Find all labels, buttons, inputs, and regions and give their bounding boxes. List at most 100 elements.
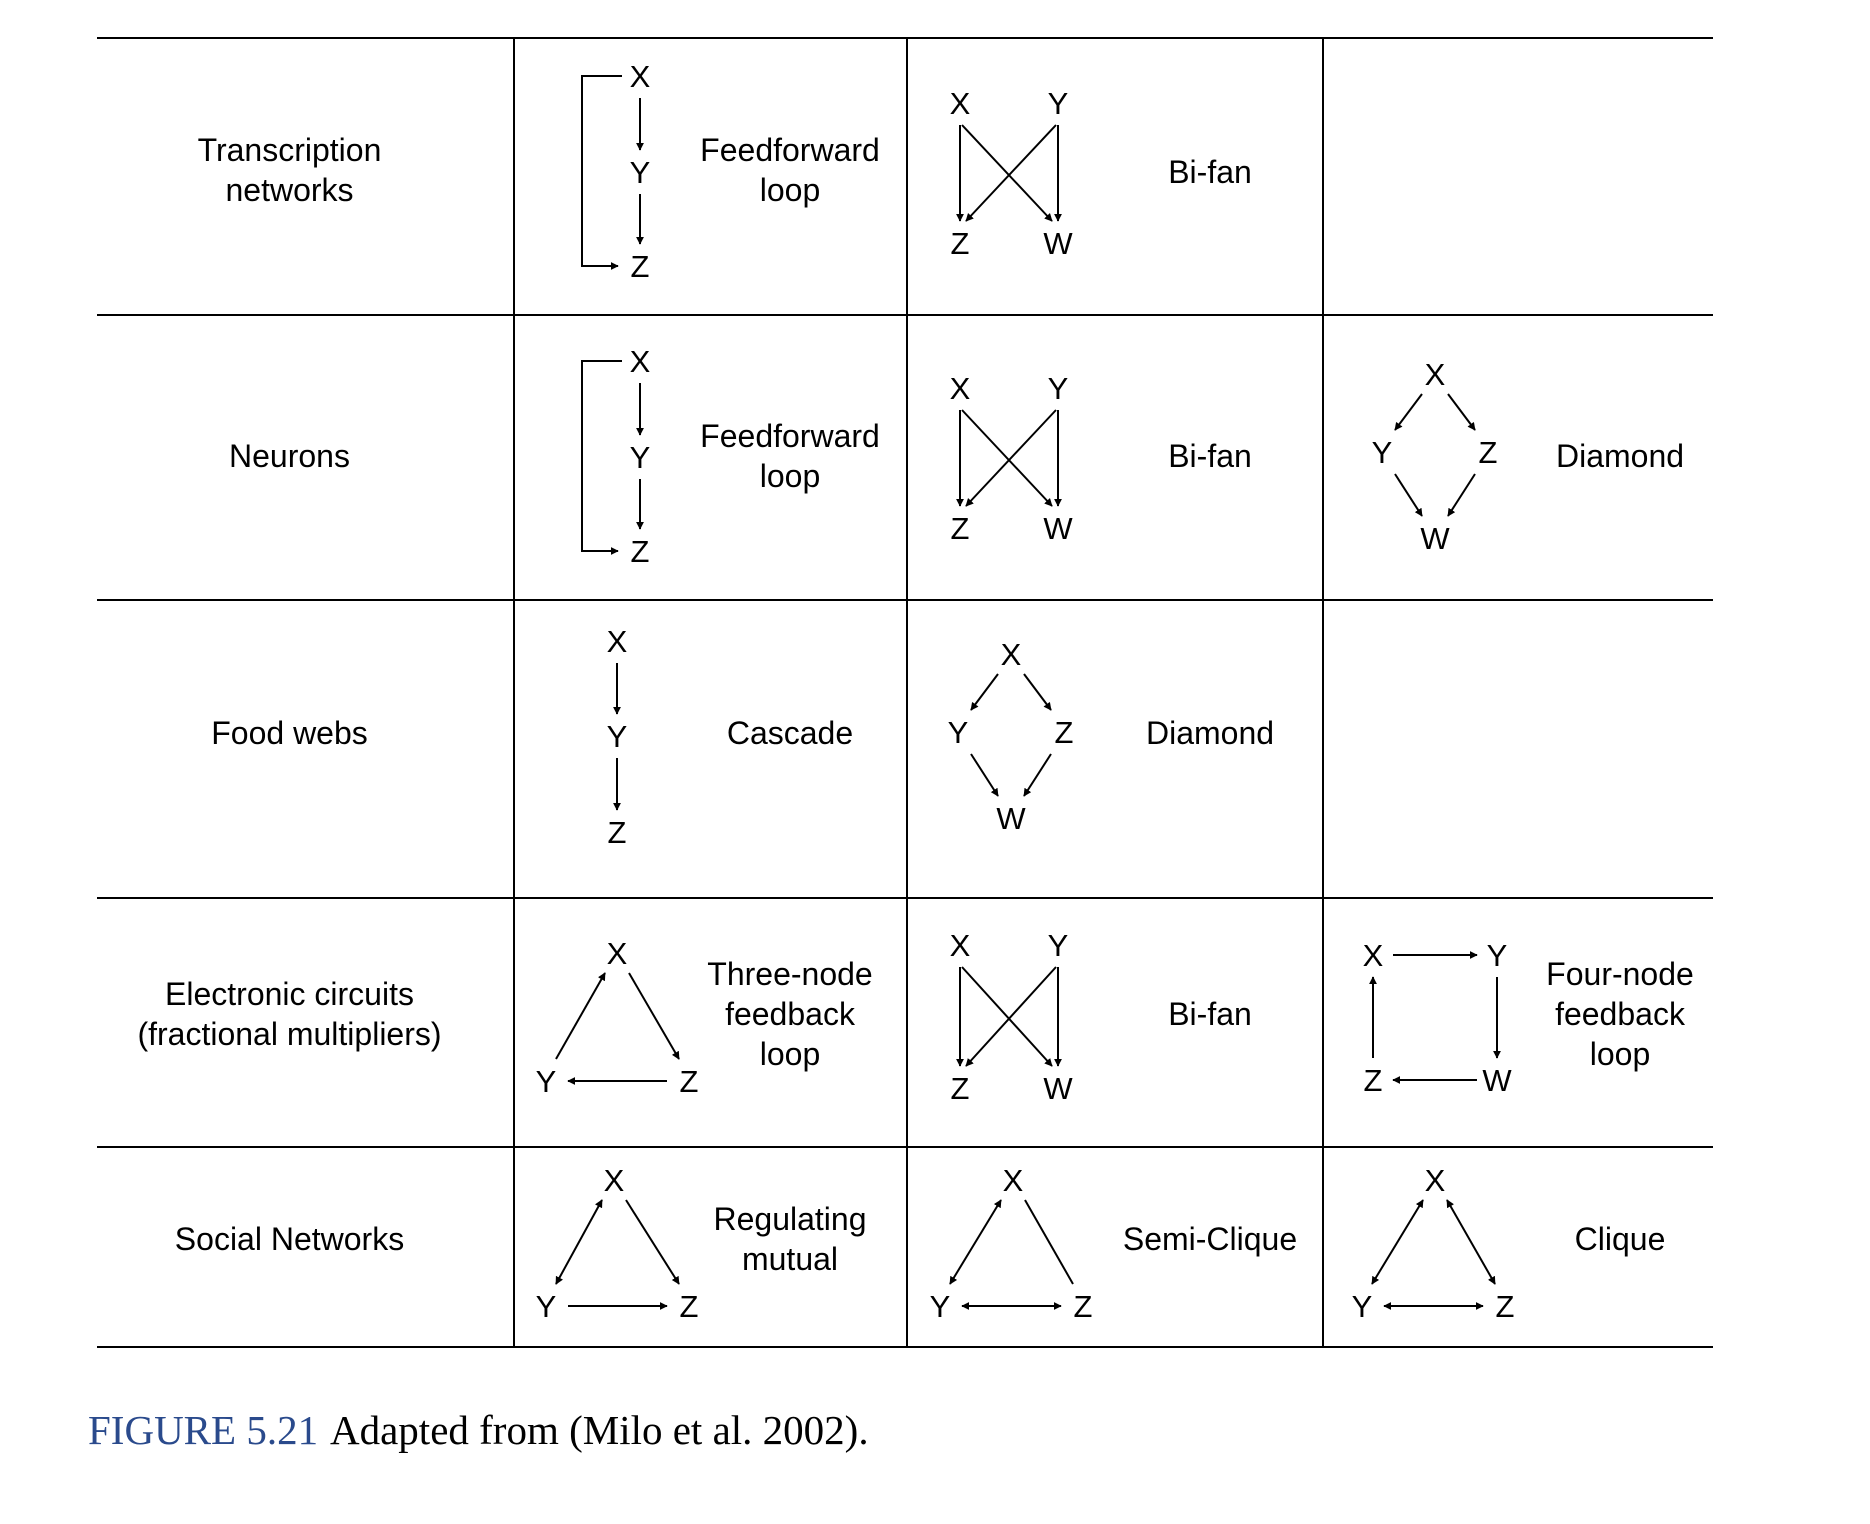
node-label: Y xyxy=(536,1289,557,1324)
node-label: Y xyxy=(630,440,651,475)
diamond-diagram: X Y Z W xyxy=(1372,357,1498,556)
motif-label-regulating-mutual: Regulating mutual xyxy=(713,1201,867,1277)
node-label: Z xyxy=(951,1071,970,1106)
motif-label-semi-clique: Semi-Clique xyxy=(1122,1221,1298,1257)
edge-arrow xyxy=(961,966,1053,1067)
node-label: Z xyxy=(631,534,650,569)
node-label: W xyxy=(1482,1063,1512,1098)
motif-label-four-node-feedback-loop: Four-node feedback loop xyxy=(1546,956,1694,1072)
edge-arrow xyxy=(970,673,999,711)
edge-arrow xyxy=(1023,673,1052,711)
node-label: Z xyxy=(1074,1289,1093,1324)
node-label: X xyxy=(950,371,971,406)
node-label: Z xyxy=(608,815,627,850)
node-label: Y xyxy=(1487,938,1508,973)
diamond-diagram: X Y Z W xyxy=(948,637,1074,836)
node-label: X xyxy=(1003,1163,1024,1198)
edge-arrow xyxy=(581,75,622,270)
node-label: Y xyxy=(1372,435,1393,470)
four-node-feedback-loop-diagram: X Y Z W xyxy=(1363,938,1513,1098)
node-label: Y xyxy=(536,1064,557,1099)
node-label: Z xyxy=(680,1064,699,1099)
node-label: Z xyxy=(1496,1289,1515,1324)
node-label: Z xyxy=(631,249,650,284)
motif-label-feedforward-loop: Feedforward loop xyxy=(700,418,880,494)
node-label: Y xyxy=(1048,371,1069,406)
motif-label-cascade: Cascade xyxy=(726,715,854,751)
edge-line xyxy=(1024,1199,1074,1285)
node-label: X xyxy=(604,1163,625,1198)
node-label: Y xyxy=(630,155,651,190)
edge-arrow xyxy=(1447,473,1476,517)
node-label: W xyxy=(1043,1071,1073,1106)
bi-fan-diagram: X Y Z W xyxy=(950,371,1074,546)
bi-fan-diagram: X Y Z W xyxy=(950,86,1074,261)
edge-arrow xyxy=(970,753,999,797)
motif-label-bi-fan: Bi-fan xyxy=(1168,996,1252,1032)
node-label: Z xyxy=(1055,715,1074,750)
edge-arrow xyxy=(628,972,680,1060)
node-label: X xyxy=(607,624,628,659)
node-label: W xyxy=(1420,521,1450,556)
edge-arrow xyxy=(1371,1199,1424,1285)
table-grid xyxy=(97,37,1713,1348)
node-label: X xyxy=(1001,637,1022,672)
node-label: Y xyxy=(1048,86,1069,121)
edge-arrow xyxy=(581,360,622,555)
edge-arrow xyxy=(1446,1199,1496,1285)
motif-label-bi-fan: Bi-fan xyxy=(1168,438,1252,474)
node-label: X xyxy=(950,86,971,121)
row-label-electronic-circuits: Electronic circuits (fractional multipli… xyxy=(137,976,442,1052)
node-label: X xyxy=(1425,1163,1446,1198)
feedforward-loop-diagram: XYZ xyxy=(581,59,651,284)
row-label-food-webs: Food webs xyxy=(211,715,368,751)
node-label: X xyxy=(607,936,628,971)
edge-arrow xyxy=(965,966,1057,1067)
edge-arrow xyxy=(555,1199,603,1285)
clique-diagram: X Y Z xyxy=(1352,1163,1515,1324)
edge-arrow xyxy=(949,1199,1002,1285)
edge-arrow xyxy=(1394,393,1423,431)
node-label: X xyxy=(1425,357,1446,392)
node-label: Y xyxy=(1352,1289,1373,1324)
node-label: X xyxy=(630,344,651,379)
row-label-transcription-networks: Transcription networks xyxy=(197,132,382,208)
node-label: Z xyxy=(951,511,970,546)
semi-clique-diagram: X Y Z xyxy=(930,1163,1093,1324)
three-node-feedback-loop-diagram: X Y Z xyxy=(536,936,699,1099)
bi-fan-diagram: X Y Z W xyxy=(950,928,1074,1106)
node-label: X xyxy=(950,928,971,963)
edge-arrow xyxy=(1023,753,1052,797)
node-label: Z xyxy=(1364,1063,1383,1098)
node-label: W xyxy=(1043,511,1073,546)
row-label-neurons: Neurons xyxy=(229,438,350,474)
edge-arrow xyxy=(961,124,1053,222)
feedforward-loop-diagram: X Y Z xyxy=(581,344,651,569)
cascade-diagram: X Y Z xyxy=(607,624,628,850)
figure-caption-text: Adapted from (Milo et al. 2002). xyxy=(330,1407,869,1453)
edge-arrow xyxy=(961,409,1053,507)
node-label: W xyxy=(1043,226,1073,261)
node-label: Z xyxy=(951,226,970,261)
motif-label-diamond: Diamond xyxy=(1555,438,1685,474)
edge-arrow xyxy=(965,409,1057,507)
node-label: Z xyxy=(680,1289,699,1324)
figure-number: FIGURE 5.21 xyxy=(88,1407,319,1453)
node-label: Y xyxy=(930,1289,951,1324)
node-label: Y xyxy=(948,715,969,750)
node-label: W xyxy=(996,801,1026,836)
node-label: Y xyxy=(607,719,628,754)
edge-arrow xyxy=(965,124,1057,222)
node-label: X xyxy=(1363,938,1384,973)
row-label-social-networks: Social Networks xyxy=(174,1221,405,1257)
motif-label-clique: Clique xyxy=(1574,1221,1666,1257)
node-label: Z xyxy=(1479,435,1498,470)
motif-label-feedforward-loop: Feedforward loop xyxy=(700,132,880,208)
node-label: Y xyxy=(1048,928,1069,963)
motif-label-three-node-feedback-loop: Three-node feedback loop xyxy=(707,956,873,1072)
edge-arrow xyxy=(1447,393,1476,431)
regulating-mutual-diagram: X Y Z xyxy=(536,1163,699,1324)
